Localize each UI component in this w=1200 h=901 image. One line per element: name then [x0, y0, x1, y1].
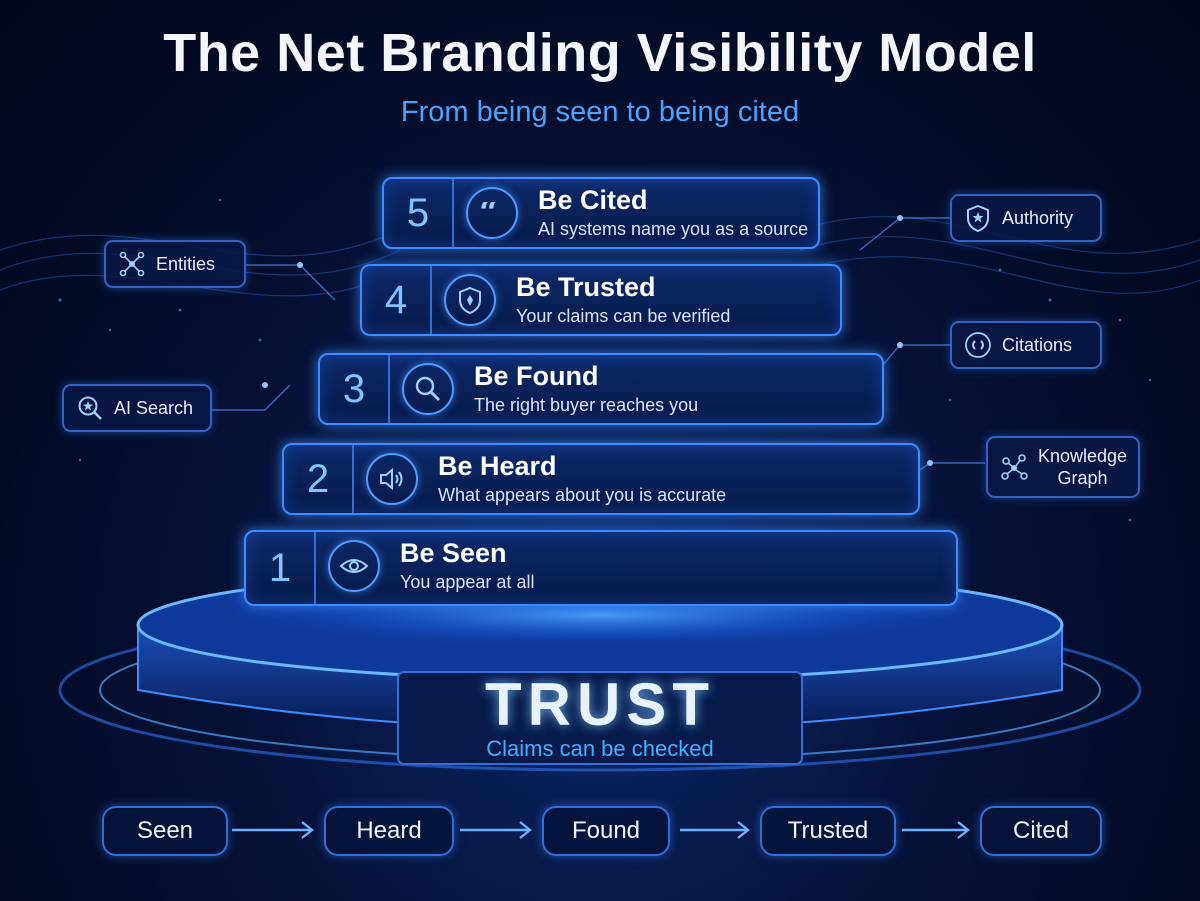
label-authority: Authority: [950, 194, 1102, 242]
flow-arrows: [232, 821, 970, 839]
graph-icon: [1001, 454, 1028, 480]
eye-icon: [328, 540, 380, 592]
flow-step-heard: Heard: [324, 806, 454, 856]
search-star-icon: [78, 396, 102, 420]
network-icon: [119, 251, 145, 277]
trust-subtitle: Claims can be checked: [486, 736, 714, 761]
tier-title: Be Cited: [538, 185, 648, 215]
flow-step-cited: Cited: [980, 806, 1102, 856]
label-text: AI Search: [114, 397, 194, 418]
tier-number: 2: [284, 445, 354, 513]
tier-number: 3: [320, 355, 390, 423]
tier-number: 4: [362, 266, 432, 334]
tier-description: The right buyer reaches you: [474, 395, 699, 415]
label-line-2: Graph: [1057, 468, 1108, 488]
search-icon: [402, 363, 454, 415]
tier-title: Be Found: [474, 361, 599, 391]
tier-description: AI systems name you as a source: [538, 219, 809, 239]
trust-title: TRUST: [485, 671, 715, 738]
label-entities: Entities: [104, 240, 246, 288]
connector-dots: [262, 215, 933, 466]
label-text: Entities: [156, 253, 216, 274]
flow-step-trusted: Trusted: [760, 806, 896, 856]
flow-step-seen: Seen: [102, 806, 228, 856]
flow-step-found: Found: [542, 806, 670, 856]
tier-description: You appear at all: [400, 572, 535, 592]
tier-description: Your claims can be verified: [516, 306, 731, 326]
tier-5-be-cited: 5 “ Be Cited AI systems name you as a so…: [382, 177, 820, 249]
shield-star-icon: [967, 204, 989, 232]
sparkle-dots: [58, 198, 1152, 522]
tier-title: Be Seen: [400, 538, 507, 568]
quote-icon: “: [466, 187, 518, 239]
link-icon: [965, 332, 991, 358]
trust-panel: [397, 671, 803, 765]
tier-2-be-heard: 2 Be Heard What appears about you is acc…: [282, 443, 920, 515]
page-title: The Net Branding Visibility Model: [163, 23, 1037, 83]
label-ai-search: AI Search: [62, 384, 212, 432]
tier-title: Be Heard: [438, 451, 557, 481]
tier-title: Be Trusted: [516, 272, 656, 302]
svg-text:“: “: [479, 202, 499, 224]
tier-3-be-found: 3 Be Found The right buyer reaches you: [318, 353, 884, 425]
label-text: Authority: [1002, 207, 1074, 228]
label-text: Citations: [1002, 334, 1073, 355]
label-line-1: Knowledge: [1038, 446, 1128, 466]
tier-4-be-trusted: 4 Be Trusted Your claims can be verified: [360, 264, 842, 336]
speaker-icon: [366, 453, 418, 505]
tier-number: 5: [384, 179, 454, 247]
tier-description: What appears about you is accurate: [438, 485, 727, 505]
label-citations: Citations: [950, 321, 1102, 369]
label-text: Knowledge Graph: [1038, 445, 1127, 489]
tier-1-be-seen: 1 Be Seen You appear at all: [244, 530, 958, 606]
tier-number: 1: [246, 532, 316, 604]
shield-icon: [444, 274, 496, 326]
label-knowledge-graph: Knowledge Graph: [986, 436, 1140, 498]
page-subtitle: From being seen to being cited: [400, 96, 800, 128]
